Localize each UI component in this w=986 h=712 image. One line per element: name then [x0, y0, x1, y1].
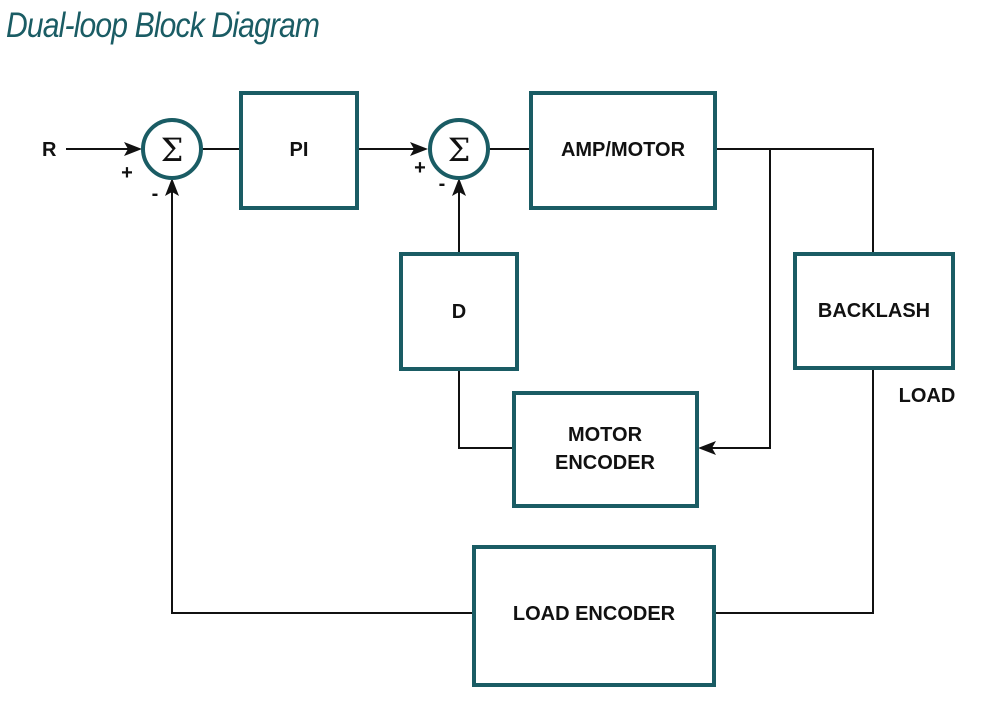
load-encoder-block: [472, 545, 716, 687]
arrowhead-sum1-plus: [124, 142, 142, 156]
sum2-minus-sign: -: [439, 173, 446, 195]
d-block-label: D: [452, 301, 466, 323]
arrowhead-sum2-plus: [410, 142, 428, 156]
backlash-block-label: BACKLASH: [818, 300, 930, 322]
motor-encoder-block: [512, 391, 699, 508]
summing-junction-1: [141, 118, 203, 180]
d-block: [399, 252, 519, 371]
sigma-symbol-2: Σ: [448, 131, 471, 169]
arrowhead-sum1-minus: [165, 178, 179, 196]
pi-block: [239, 91, 359, 210]
pi-block-label: PI: [290, 139, 309, 161]
load-feedback-wire: [171, 192, 473, 614]
amp-motor-block: [529, 91, 717, 210]
page-title: Dual-loop Block Diagram: [6, 6, 320, 45]
motor-encoder-branch-wire: [712, 149, 771, 449]
load-encoder-block-label: LOAD ENCODER: [513, 603, 676, 625]
sigma-symbol-1: Σ: [161, 131, 184, 169]
sum2-plus-sign: +: [414, 157, 426, 179]
input-label-r: R: [42, 139, 57, 161]
amp-output-wire: [716, 148, 874, 253]
amp-motor-block-label: AMP/MOTOR: [561, 139, 686, 161]
sum1-minus-sign: -: [152, 183, 159, 205]
motor-encoder-to-d-wire: [458, 370, 513, 449]
motor-encoder-label-line-2: ENCODER: [555, 452, 656, 474]
load-label: LOAD: [899, 385, 956, 407]
motor-encoder-label-line-1: MOTOR: [568, 424, 643, 446]
arrowhead-sum2-minus: [452, 178, 466, 196]
summing-junction-2: [428, 118, 490, 180]
sum1-plus-sign: +: [121, 162, 133, 184]
load-to-load-encoder-wire: [715, 369, 874, 614]
arrowhead-motor-encoder: [698, 441, 716, 455]
backlash-block: [793, 252, 955, 370]
